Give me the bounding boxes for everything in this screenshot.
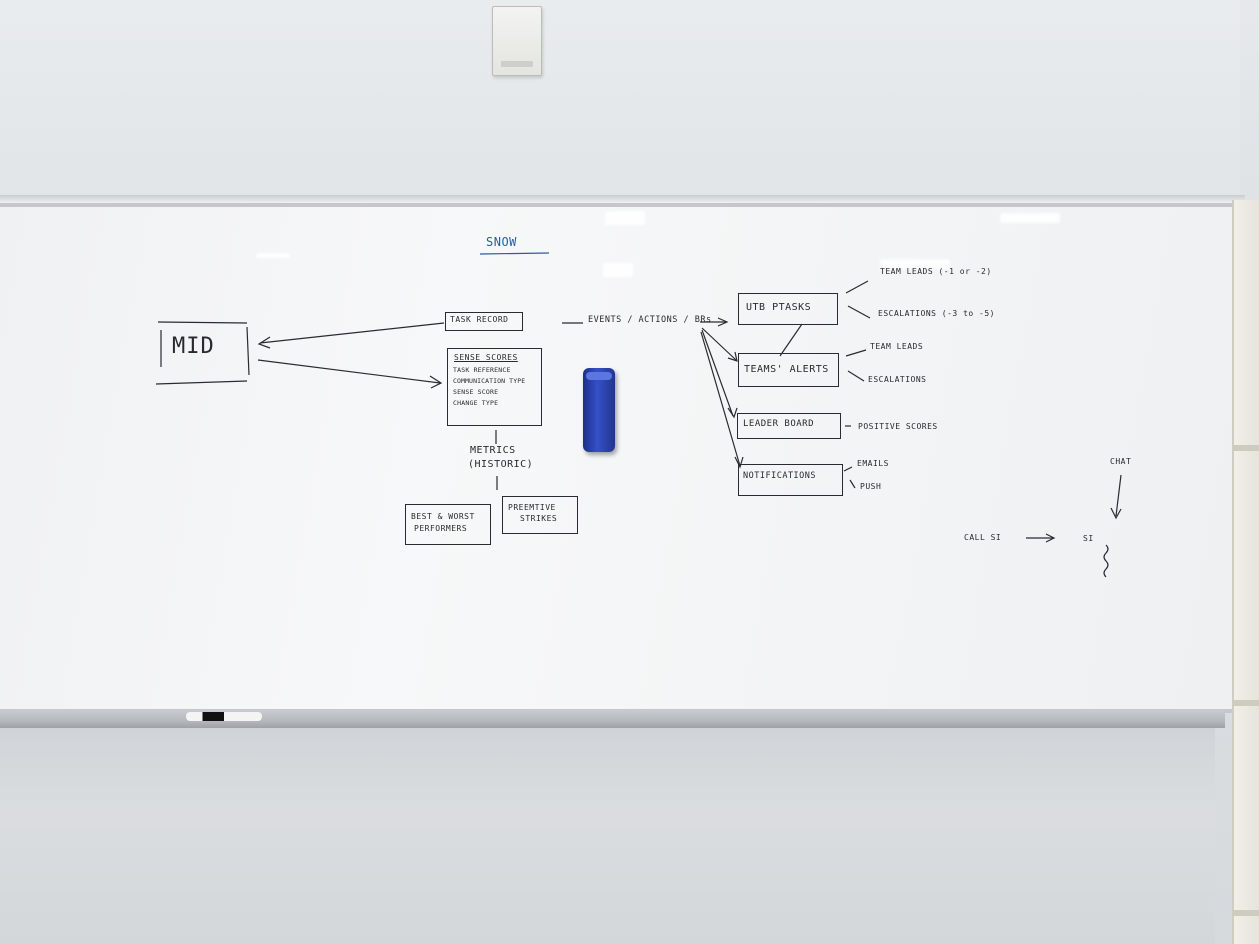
sense-line-4: CHANGE TYPE bbox=[453, 399, 499, 407]
team-leads-1-label: TEAM LEADS (-1 or -2) bbox=[880, 267, 992, 276]
sense-scores-heading: SENSE SCORES bbox=[454, 353, 518, 362]
whiteboard-eraser bbox=[583, 368, 615, 452]
sense-line-2: COMMUNICATION TYPE bbox=[453, 377, 526, 385]
utb-tasks-label: UTB PTASKS bbox=[746, 302, 812, 313]
preemptive-line-1: PREEMTIVE bbox=[508, 503, 556, 512]
chat-label: CHAT bbox=[1110, 457, 1132, 466]
events-label: EVENTS / ACTIONS / BRs bbox=[588, 315, 712, 325]
sense-line-3: SENSE SCORE bbox=[453, 388, 499, 396]
leader-board-box bbox=[737, 413, 841, 439]
call-si-label: CALL SI bbox=[964, 533, 1002, 542]
escalations-2-label: ESCALATIONS bbox=[868, 375, 927, 384]
si-label: SI bbox=[1083, 534, 1094, 543]
whiteboard bbox=[0, 203, 1236, 713]
teams-alerts-label: TEAMS' ALERTS bbox=[744, 364, 829, 375]
escalations-1-label: ESCALATIONS (-3 to -5) bbox=[878, 309, 995, 318]
panel-seam bbox=[0, 195, 1245, 203]
push-label: PUSH bbox=[860, 482, 882, 491]
utb-tasks-box bbox=[738, 293, 838, 325]
best-worst-box bbox=[405, 504, 491, 545]
preemptive-line-2: STRIKES bbox=[520, 514, 558, 523]
metrics-label: METRICS bbox=[470, 445, 516, 456]
wall-sensor bbox=[492, 6, 542, 76]
best-worst-line-1: BEST & WORST bbox=[411, 512, 475, 521]
notifications-box bbox=[738, 464, 843, 496]
preemptive-box bbox=[502, 496, 578, 534]
lower-wall-panel bbox=[0, 728, 1215, 944]
sense-line-1: TASK REFERENCE bbox=[453, 366, 511, 374]
leader-board-label: LEADER BOARD bbox=[743, 419, 815, 429]
metrics-historic: (HISTORIC) bbox=[468, 459, 534, 470]
best-worst-line-2: PERFORMERS bbox=[414, 524, 468, 533]
notifications-label: NOTIFICATIONS bbox=[743, 471, 817, 481]
task-record-label: TASK RECORD bbox=[450, 315, 509, 324]
emails-label: EMAILS bbox=[857, 459, 889, 468]
marker-pen bbox=[186, 712, 262, 721]
side-shelf bbox=[1232, 200, 1259, 944]
positive-scores-label: POSITIVE SCORES bbox=[858, 422, 938, 431]
task-record-box bbox=[445, 312, 523, 331]
marker-tray bbox=[0, 710, 1225, 728]
sense-scores-box bbox=[447, 348, 542, 426]
team-leads-2-label: TEAM LEADS bbox=[870, 342, 924, 351]
teams-alerts-box bbox=[738, 353, 839, 387]
mid-label: MID bbox=[172, 334, 215, 359]
title-snow: SNOW bbox=[486, 235, 517, 249]
